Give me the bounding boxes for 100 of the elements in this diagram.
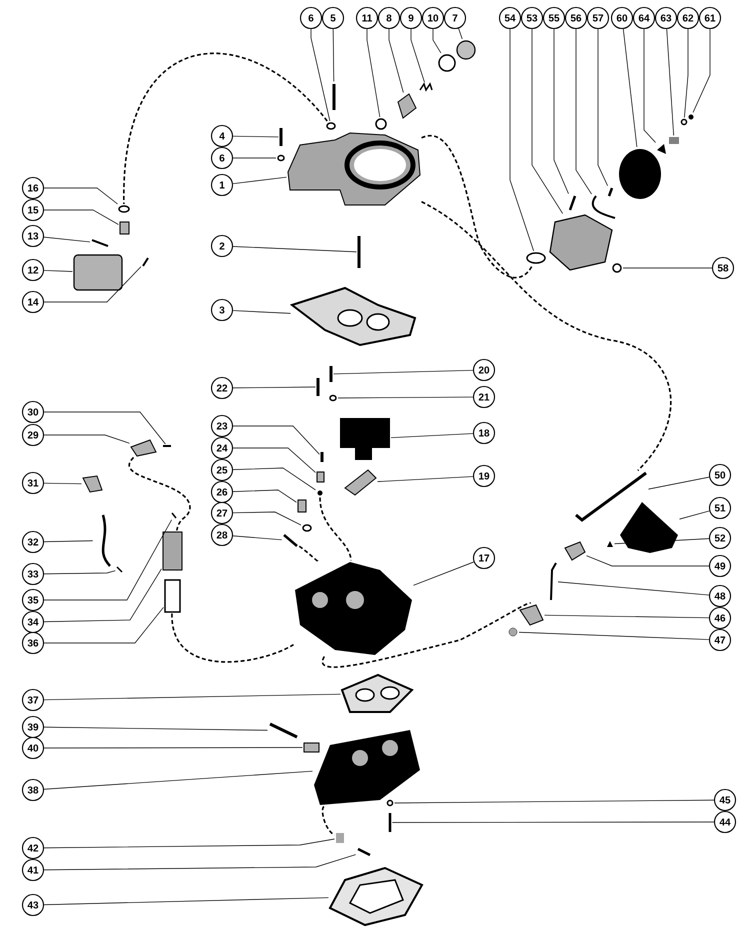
needle	[283, 534, 298, 547]
link-rod	[102, 514, 111, 567]
leader-line	[232, 490, 297, 503]
spring	[304, 742, 320, 752]
o-ring	[438, 54, 456, 72]
callout-number: 11	[356, 6, 378, 30]
callout-number: 36	[22, 632, 44, 654]
callout-number: 20	[472, 358, 496, 382]
screw	[608, 188, 614, 196]
assembly-line	[319, 497, 352, 561]
throttle-body	[314, 730, 420, 805]
callout-number: 29	[22, 424, 44, 446]
washer	[386, 800, 394, 806]
leader-line	[44, 570, 116, 574]
screw	[388, 813, 392, 832]
leader-line	[44, 270, 73, 272]
callout-number: 41	[22, 858, 44, 882]
leader-line	[44, 434, 130, 444]
assembly-line	[322, 602, 530, 668]
callout-number: 63	[654, 6, 678, 30]
leader-line	[614, 538, 710, 544]
leader-line	[232, 176, 287, 184]
spring	[419, 82, 433, 92]
callout-number: 17	[472, 546, 496, 570]
leader-line	[679, 510, 710, 520]
leader-line	[44, 236, 90, 242]
callout-number: 60	[610, 6, 634, 30]
washer	[375, 118, 387, 130]
screw	[357, 848, 371, 856]
needle-valve	[120, 222, 130, 234]
callout-number: 6	[210, 146, 234, 170]
float	[73, 254, 123, 291]
callout-number: 5	[322, 6, 344, 30]
callout-number: 43	[22, 894, 44, 916]
screw	[316, 378, 320, 396]
callout-number: 61	[698, 6, 722, 30]
screw	[332, 84, 336, 110]
spring	[669, 137, 679, 144]
leader-line	[338, 396, 474, 398]
callout-number: 28	[210, 524, 234, 546]
leader-line	[692, 28, 710, 113]
callout-number: 27	[210, 502, 234, 524]
callout-number: 57	[586, 6, 610, 30]
callout-number: 14	[22, 290, 44, 314]
leader-line	[532, 28, 564, 214]
leader-line	[388, 28, 404, 93]
leader-line	[684, 28, 688, 118]
callout-number: 6	[300, 6, 322, 30]
callout-number: 38	[22, 778, 44, 802]
diaphragm	[619, 149, 661, 199]
leader-line	[410, 28, 425, 83]
assembly-line	[128, 457, 191, 531]
callout-number: 58	[712, 256, 734, 280]
callout-number: 19	[472, 464, 496, 488]
callout-number: 7	[444, 6, 466, 30]
callout-number: 21	[472, 386, 496, 408]
callout-number: 52	[708, 526, 732, 550]
retainer	[171, 512, 177, 518]
leader-line	[648, 476, 710, 490]
screw	[568, 196, 576, 210]
leader-line	[554, 28, 569, 194]
callout-number: 45	[714, 788, 736, 812]
screw	[607, 541, 613, 547]
pin	[92, 239, 108, 247]
washer	[329, 394, 337, 402]
leader-line	[44, 482, 82, 484]
washer	[680, 118, 688, 126]
fuel-bowl	[295, 562, 412, 655]
callout-number: 4	[210, 124, 234, 148]
callout-number: 24	[210, 436, 234, 460]
leader-line	[44, 412, 166, 444]
callout-number: 39	[22, 716, 44, 738]
leader-line	[586, 555, 710, 566]
screw	[688, 114, 694, 120]
leader-line	[44, 770, 313, 790]
washer	[302, 524, 312, 532]
leader-line	[232, 448, 316, 473]
leader-line	[232, 310, 291, 314]
callout-number: 12	[22, 258, 44, 282]
leader-line	[44, 540, 94, 542]
screw	[508, 628, 518, 636]
leader-line	[413, 562, 474, 586]
callout-number: 55	[542, 6, 566, 30]
callout-number: 56	[564, 6, 588, 30]
callout-number: 18	[472, 422, 496, 444]
callout-number: 26	[210, 480, 234, 504]
jet	[298, 500, 306, 512]
leader-line	[332, 28, 334, 82]
leader-line	[510, 28, 534, 252]
callout-number: 62	[676, 6, 700, 30]
leader-line	[458, 28, 463, 40]
callout-number: 42	[22, 836, 44, 860]
callout-number: 47	[708, 628, 732, 652]
screw	[280, 128, 282, 146]
leader-line	[232, 426, 320, 455]
gasket	[526, 252, 546, 264]
leader-line	[576, 28, 592, 194]
screw	[330, 366, 332, 382]
link-rod	[592, 195, 616, 219]
nut	[456, 40, 476, 60]
